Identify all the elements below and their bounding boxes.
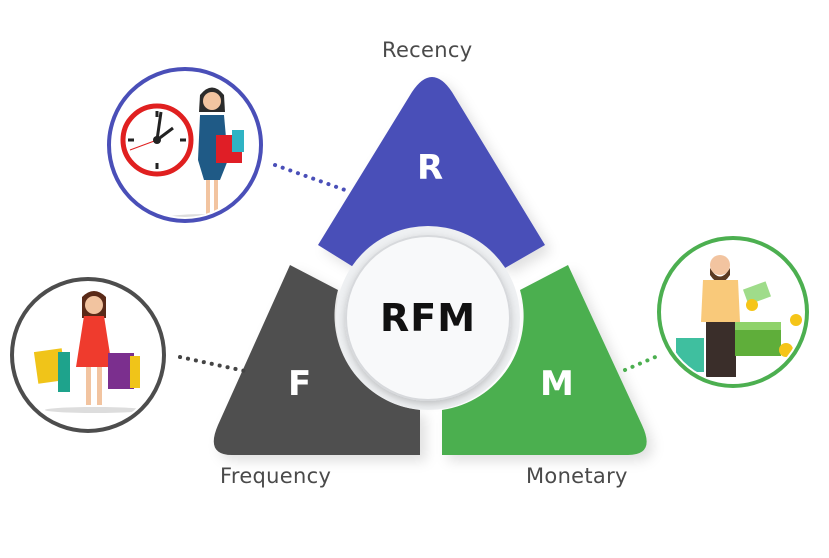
recency-segment xyxy=(318,77,545,268)
woman-figure-icon xyxy=(198,87,244,214)
recency-label: Recency xyxy=(382,38,473,62)
diagram-title: RFM xyxy=(380,296,477,340)
frequency-letter: F xyxy=(288,364,312,404)
frequency-segment xyxy=(213,265,420,455)
frequency-illustration xyxy=(10,277,166,433)
man-with-money-icon xyxy=(676,255,802,377)
recency-illustration xyxy=(107,67,263,223)
monetary-illustration xyxy=(657,236,809,388)
recency-letter: R xyxy=(417,148,444,188)
clock-icon xyxy=(120,103,194,177)
monetary-letter: M xyxy=(540,364,574,404)
monetary-segment xyxy=(442,265,647,455)
monetary-label: Monetary xyxy=(526,464,628,488)
frequency-label: Frequency xyxy=(220,464,332,488)
frequency-connector xyxy=(178,355,247,373)
monetary-connector xyxy=(623,353,662,372)
shopping-woman-icon xyxy=(33,291,140,405)
recency-connector xyxy=(273,163,347,192)
center-circle xyxy=(345,235,511,401)
